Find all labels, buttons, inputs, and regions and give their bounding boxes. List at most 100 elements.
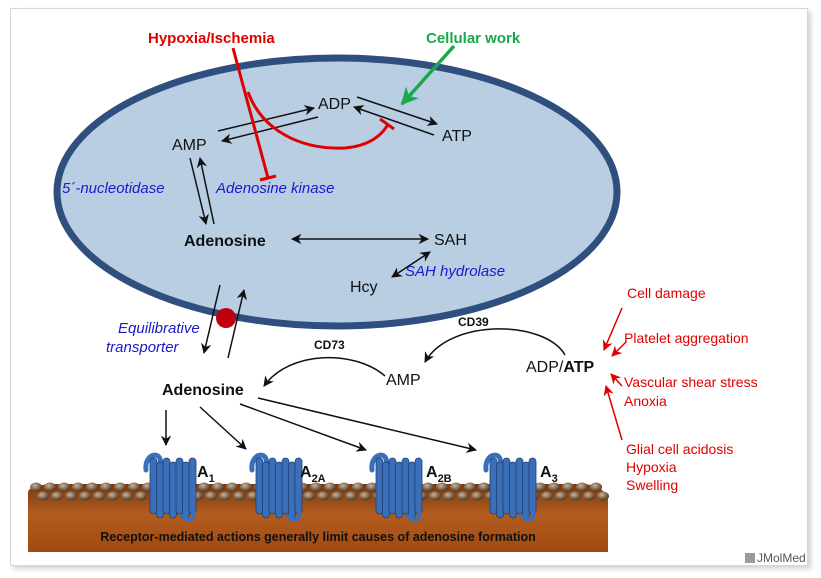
atp-label: ATP [442,128,472,145]
arrow-adp-to-atp [356,96,438,126]
lipid-head [436,482,448,492]
receptor-a2b [369,452,423,522]
amp-label: AMP [172,137,207,154]
receptor-label-a2a: A2A [300,464,326,485]
lipid-head [107,491,119,501]
lipid-head [198,482,210,492]
adp-atp-label: ADP/ATP [526,359,594,376]
cd73-label: CD73 [314,338,345,352]
lipid-head [331,491,343,501]
cause-anoxia: Anoxia [624,393,667,409]
receptor-group [143,452,537,522]
lipid-head [464,482,476,492]
cd39-label: CD39 [458,315,489,329]
arrow-amp-to-adenosine [189,157,209,226]
lipid-head [457,491,469,501]
lipid-head [471,491,483,501]
arrow-to-a2b [239,403,367,452]
lipid-head [597,491,609,501]
lipid-head [422,482,434,492]
arrow-atp-to-adp [353,105,435,136]
transporter-dot [216,308,236,328]
lipid-head [51,491,63,501]
adenosine-intracellular-label: Adenosine [184,233,266,250]
lipid-head [58,482,70,492]
watermark: JMolMed [745,551,806,565]
lipid-head [576,482,588,492]
watermark-square-icon [745,553,755,563]
adenosine-kinase-label: Adenosine kinase [215,180,334,197]
hypoxia-curve-to-atp-synthesis [246,91,390,150]
transporter-label-line1: Equilibrative [118,320,200,337]
lipid-head [72,482,84,492]
cause-hypoxia: Hypoxia [626,459,677,475]
adp-label: ADP [318,96,351,113]
lipid-head [86,482,98,492]
lipid-head [135,491,147,501]
cellular-work-label: Cellular work [426,30,521,47]
lipid-head [583,491,595,501]
lipid-head [121,491,133,501]
lipid-head [240,482,252,492]
hypoxia-inhibition [231,47,395,182]
lipid-head [233,491,245,501]
lipid-head [590,482,602,492]
hcy-label: Hcy [350,279,378,296]
membrane-caption: Receptor-mediated actions generally limi… [100,530,536,544]
lipid-head [555,491,567,501]
cellular-work-arrow [400,44,456,106]
lipid-head [303,491,315,501]
lipid-head [541,491,553,501]
lipid-head [44,482,56,492]
lipid-head [324,482,336,492]
lipid-head [359,491,371,501]
cell-body [53,54,621,330]
receptor-label-a2b: A2B [426,464,452,485]
inhibition-bar-atp [379,117,395,131]
cause-arrows [602,307,627,441]
hypoxia-label: Hypoxia/Ischemia [148,30,275,47]
lipid-head [548,482,560,492]
receptor-a3 [483,452,537,522]
watermark-text: JMolMed [757,551,806,565]
inhibition-bar-kinase [259,174,277,182]
lipid-head [79,491,91,501]
lipid-head [534,482,546,492]
lipid-head [562,482,574,492]
receptor-a2a [249,452,303,522]
cause-vascular-shear-stress: Vascular shear stress [624,374,758,390]
sah-label: SAH [434,232,467,249]
lipid-head [429,491,441,501]
arrow-adp-to-amp [220,116,319,144]
atp-part: ATP [563,359,594,376]
lipid-head [93,491,105,501]
lipid-head [114,482,126,492]
transporter-label-line2: transporter [106,339,180,356]
cause-glial-cell-acidosis: Glial cell acidosis [626,441,733,457]
lipid-head [226,482,238,492]
lipid-head [352,482,364,492]
lipid-head [128,482,140,492]
cause-swelling: Swelling [626,477,678,493]
arrow-cd39 [424,328,566,363]
lipid-head [366,482,378,492]
adp-part: ADP/ [526,359,564,376]
lipid-head [219,491,231,501]
lipid-head [30,482,42,492]
cause-platelet-aggregation: Platelet aggregation [624,330,749,346]
arrow-cd73 [263,356,386,387]
lipid-head [478,482,490,492]
amp-extracellular-label: AMP [386,372,421,389]
nucleotidase-label: 5´-nucleotidase [62,180,165,197]
adenosine-extracellular-label: Adenosine [162,382,244,399]
sah-hydrolase-label: SAH hydrolase [405,263,505,280]
lipid-head [345,491,357,501]
lipid-head [37,491,49,501]
lipid-head [317,491,329,501]
equilibrative-transporter [201,284,247,359]
arrow-to-a2a [199,406,247,450]
cause-cell-damage: Cell damage [627,285,706,301]
arrow-adenosine-to-amp [196,156,215,225]
lipid-head [569,491,581,501]
